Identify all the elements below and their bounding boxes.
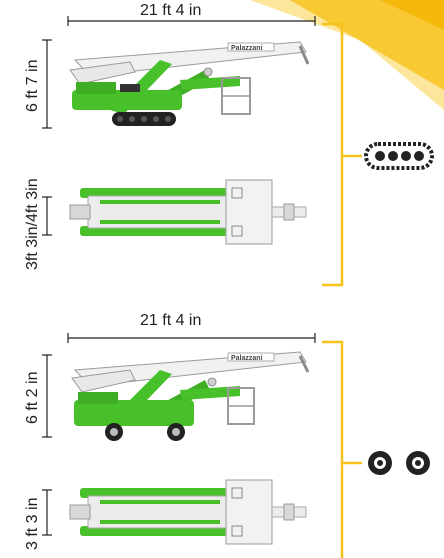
length-label-tracked: 21 ft 4 in <box>140 2 202 19</box>
twin-wheels-icon <box>368 451 430 475</box>
wheeled-lift-side-view: Palazzani <box>71 351 310 441</box>
brand-label: Palazzani <box>231 355 263 362</box>
wheeled-lift-top-view <box>69 479 307 545</box>
wheeled-bracket <box>322 340 362 558</box>
crawler-track-icon <box>364 142 434 170</box>
tracked-lift-top-view <box>69 179 307 245</box>
height-dimension-line-tracked <box>42 39 52 129</box>
brand-label: Palazzani <box>231 45 263 52</box>
width-dimension-line-wheeled <box>42 489 52 536</box>
length-dimension-line-tracked <box>67 16 316 26</box>
width-label-tracked: 3ft 3in/4ft 3in <box>24 178 41 270</box>
tracked-bracket <box>322 22 362 287</box>
height-dimension-line-wheeled <box>42 354 52 438</box>
height-label-tracked: 6 ft 7 in <box>24 59 41 112</box>
width-dimension-line-tracked <box>42 196 52 236</box>
tracked-lift-side-view: Palazzani <box>69 41 310 126</box>
width-label-wheeled: 3 ft 3 in <box>24 497 41 550</box>
length-dimension-line-wheeled <box>67 333 316 343</box>
length-label-wheeled: 21 ft 4 in <box>140 312 202 329</box>
height-label-wheeled: 6 ft 2 in <box>24 371 41 424</box>
